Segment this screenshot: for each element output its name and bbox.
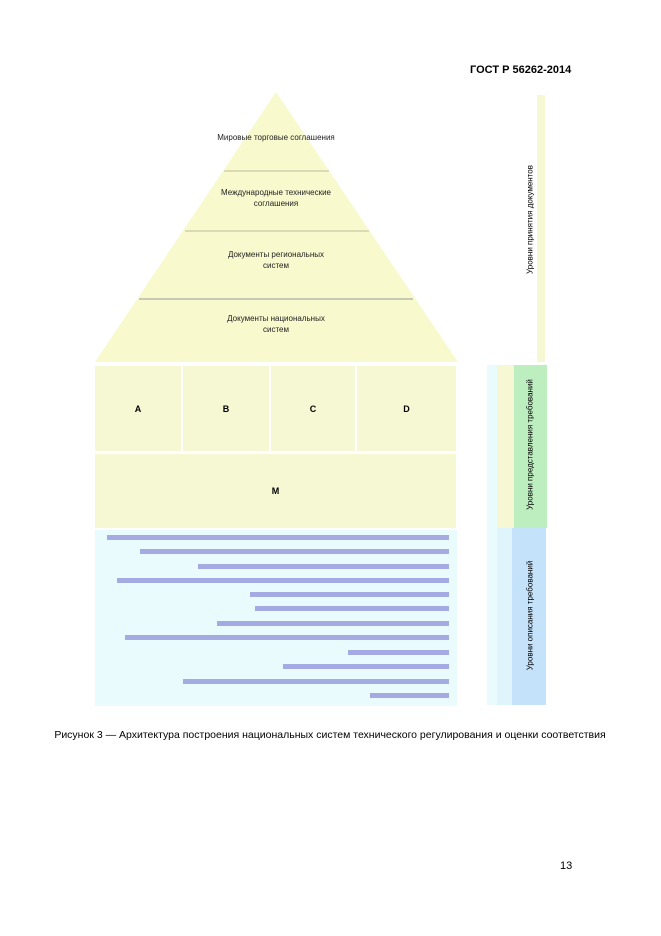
presentation-strip [514, 365, 547, 528]
requirement-bar [283, 664, 449, 669]
block-b: B [183, 366, 269, 451]
requirement-bar [198, 564, 449, 569]
standard-number: ГОСТ Р 56262-2014 [470, 64, 572, 76]
label-adoption-levels: Уровни принятия документов [525, 165, 535, 274]
level-international-tech: Международные технические соглашения [221, 188, 331, 208]
pale-strip [487, 365, 497, 705]
block-d: D [357, 366, 456, 451]
requirement-bar [348, 650, 449, 655]
block-c: C [271, 366, 355, 451]
block-a: A [95, 366, 181, 451]
pale-strip [497, 365, 514, 528]
requirement-bar [107, 535, 449, 540]
label-presentation-levels: Уровни представления требований [525, 379, 535, 510]
requirement-bar [183, 679, 449, 684]
adoption-strip [537, 95, 545, 362]
block-m: M [95, 454, 456, 528]
level-world-trade: Мировые торговые соглашения [217, 133, 335, 142]
requirement-bar [125, 635, 449, 640]
requirement-bar [255, 606, 449, 611]
requirement-bar [117, 578, 449, 583]
level-regional: Документы региональных систем [227, 250, 325, 270]
description-area [95, 530, 457, 706]
requirement-bar [370, 693, 449, 698]
description-strip [512, 528, 546, 705]
page-number: 13 [560, 860, 573, 872]
pale-strip [497, 528, 514, 705]
figure-caption: Рисунок 3 — Архитектура построения нацио… [54, 729, 606, 741]
pyramid [95, 92, 458, 362]
requirement-bar [140, 549, 449, 554]
label-description-levels: Уровни описания требований [525, 560, 535, 671]
level-national: Документы национальных систем [227, 314, 325, 334]
requirement-bar [250, 592, 449, 597]
requirement-bar [217, 621, 449, 626]
